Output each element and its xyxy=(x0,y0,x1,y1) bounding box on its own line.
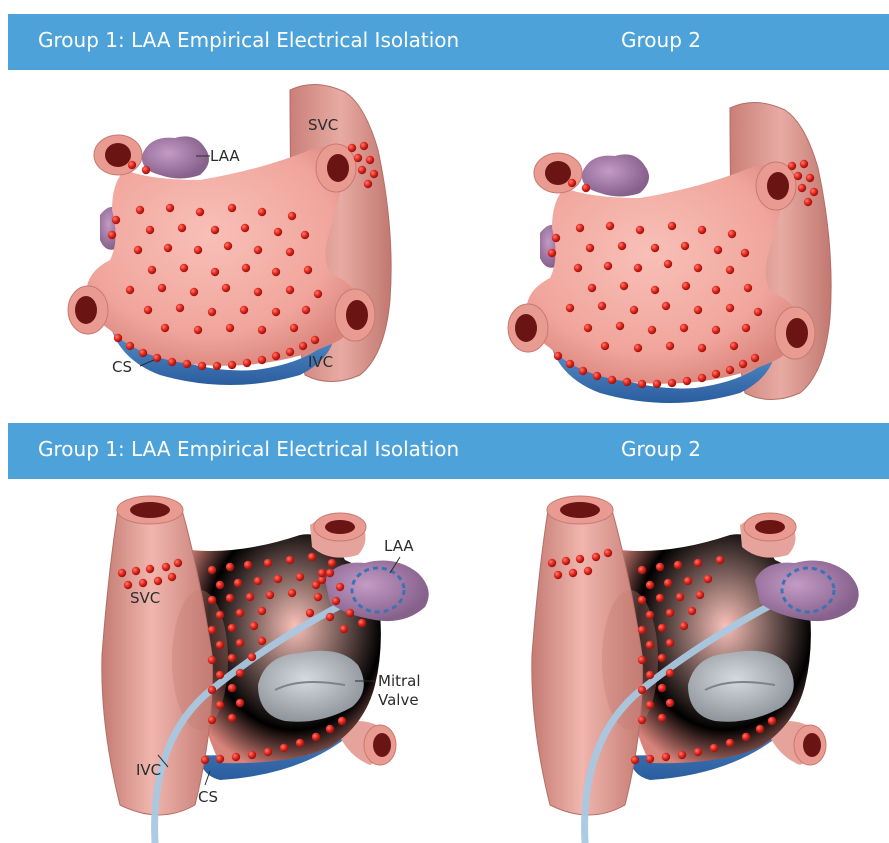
label-laa: LAA xyxy=(384,537,414,555)
label-ivc: IVC xyxy=(308,353,333,371)
posterior-view-figure: LAA SVC IVC CS xyxy=(0,70,889,415)
label-laa: LAA xyxy=(210,147,240,165)
label-valve: Valve xyxy=(378,691,419,709)
label-cs: CS xyxy=(198,788,218,806)
group2-title: Group 2 xyxy=(621,437,701,461)
label-ivc: IVC xyxy=(136,761,161,779)
group1-anterior-heart xyxy=(102,496,429,843)
group2-posterior-heart xyxy=(508,102,831,403)
label-cs: CS xyxy=(112,358,132,376)
label-svc: SVC xyxy=(130,589,160,607)
group1-title: Group 1: LAA Empirical Electrical Isolat… xyxy=(38,437,459,461)
group2-anterior-heart xyxy=(532,496,859,843)
label-mitral: Mitral xyxy=(378,672,421,690)
header-banner-1: Group 1: LAA Empirical Electrical Isolat… xyxy=(8,14,889,70)
header-banner-2: Group 1: LAA Empirical Electrical Isolat… xyxy=(8,423,889,479)
group1-title: Group 1: LAA Empirical Electrical Isolat… xyxy=(38,28,459,52)
group1-posterior-heart xyxy=(68,84,391,385)
label-svc: SVC xyxy=(308,116,338,134)
group2-title: Group 2 xyxy=(621,28,701,52)
anterior-view-figure: LAA SVC Mitral Valve IVC CS xyxy=(0,485,889,843)
